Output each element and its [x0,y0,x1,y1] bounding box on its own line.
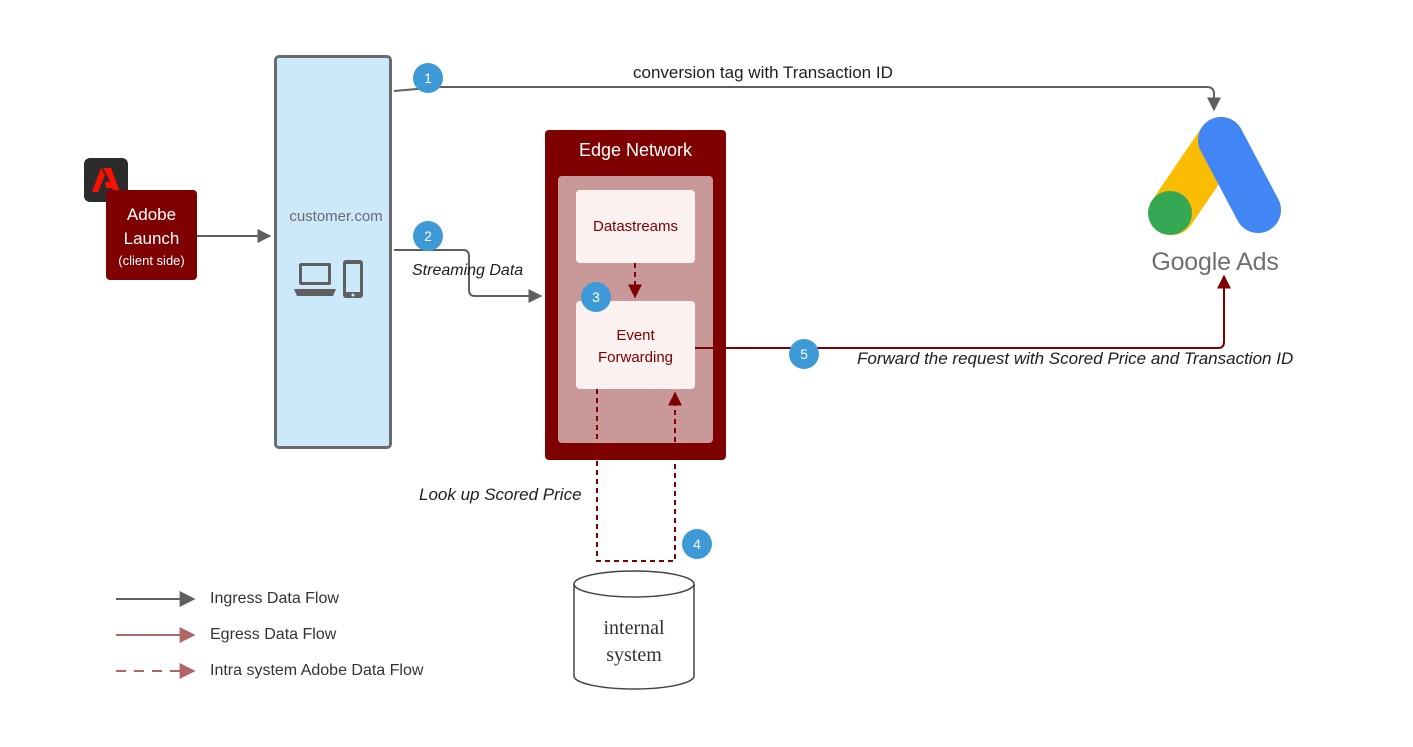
streaming-data-label: Streaming Data [412,262,524,279]
arrow-lookup-loop [596,389,682,562]
legend-intra-label: Intra system Adobe Data Flow [210,662,424,679]
event-forwarding-line1: Event [616,327,655,344]
google-ads-label: Google Ads [1151,248,1279,276]
legend-lines [116,591,196,679]
lookup-label: Look up Scored Price [419,485,582,504]
forward-request-label: Forward the request with Scored Price an… [857,349,1294,368]
legend-egress-label: Egress Data Flow [210,626,337,643]
event-forwarding-box: Event Forwarding [576,301,695,389]
internal-system-line2: system [606,644,662,666]
adobe-launch-title-line1: Adobe [126,205,177,224]
customer-site-box [274,55,392,449]
datastreams-box: Datastreams [576,190,695,263]
google-ads-logo-icon [1146,116,1286,245]
step-2-badge: 2 [413,221,443,251]
step-1-badge: 1 [413,63,443,93]
conversion-tag-label: conversion tag with Transaction ID [633,63,893,82]
arrow-forward-request [695,274,1231,349]
customer-site-label: customer.com [289,208,383,225]
devices-icon [294,259,366,306]
adobe-launch-box: Adobe Launch (client side) [106,190,197,280]
arrow-conversion-tag [393,86,1221,112]
adobe-launch-subtitle: (client side) [118,253,185,268]
internal-system-line1: internal [603,617,665,639]
database-icon [572,570,696,697]
arrow-streaming-data [394,249,543,303]
edge-network-title: Edge Network [578,140,693,160]
adobe-launch-title-line2: Launch [123,229,180,248]
legend-ingress-label: Ingress Data Flow [210,590,339,607]
step-5-badge: 5 [789,339,819,369]
step-3-badge: 3 [581,282,611,312]
internal-system-label: internal system [574,615,694,669]
step-4-badge: 4 [682,529,712,559]
event-forwarding-line2: Forwarding [597,349,674,366]
